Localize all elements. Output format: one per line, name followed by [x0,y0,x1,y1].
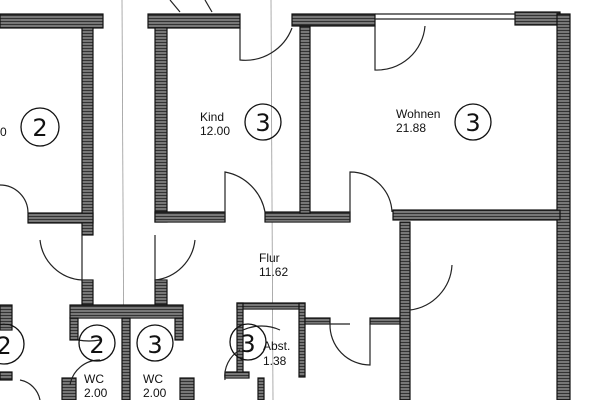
room-area: 2.00 [84,386,108,400]
room-category: 2 [89,331,104,359]
room-area: 11.62 [259,265,288,279]
room-name: WC [143,372,163,386]
room-name: Abst. [263,339,290,353]
walls [0,0,571,400]
room-kind: Kind 12.00 3 [200,103,282,141]
room-area: 0 [0,125,7,139]
room-category: 3 [255,109,270,137]
room-category: 2 [32,114,47,142]
room-edge-left: 2 [0,323,25,365]
room-area: 2.00 [143,386,167,400]
door-swings [0,25,453,400]
room-name: Kind [200,110,224,124]
room-left: 0 2 [0,107,60,147]
room-wohnen: Wohnen 21.88 3 [396,103,492,141]
room-category: 3 [240,330,255,358]
room-flur: Flur 11.62 [259,251,288,279]
room-area: 12.00 [200,124,230,138]
room-name: WC [84,372,104,386]
room-name: Wohnen [396,107,440,121]
room-wc-2: 3 WC 2.00 [136,324,174,400]
room-category: 3 [147,331,162,359]
room-category: 2 [0,332,12,360]
room-category: 3 [465,109,480,137]
room-name: Flur [259,251,280,265]
room-abst: 3 Abst. 1.38 [229,323,290,368]
room-area: 1.38 [263,354,287,368]
room-area: 21.88 [396,121,426,135]
room-wc-1: 2 WC 2.00 [78,324,116,400]
